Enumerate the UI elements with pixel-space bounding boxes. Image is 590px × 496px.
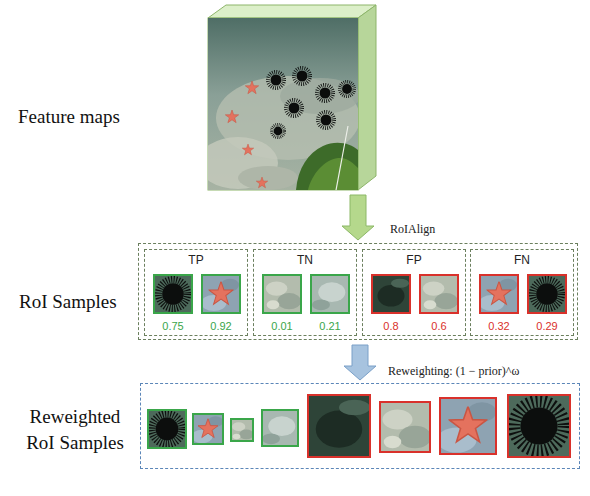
roi-patch: 0.01 bbox=[262, 274, 302, 314]
group-title: TN bbox=[254, 253, 356, 267]
patch-picture bbox=[264, 276, 300, 312]
patch-border bbox=[231, 419, 253, 441]
roi-patch: 0.6 bbox=[419, 274, 459, 314]
patch-image bbox=[192, 414, 224, 444]
patch-picture bbox=[421, 276, 457, 312]
block-arrow bbox=[342, 195, 374, 240]
reweighted-box: Reweighted RoI Samples bbox=[140, 383, 580, 469]
patch-image bbox=[308, 395, 370, 457]
patch-picture bbox=[155, 276, 191, 312]
patch-border bbox=[440, 398, 496, 454]
patch-image bbox=[231, 419, 254, 441]
patch-image bbox=[508, 395, 570, 457]
roi-patch: 0.92 bbox=[201, 274, 241, 314]
patch-image bbox=[421, 276, 457, 312]
row-heading: RoI Samples bbox=[19, 289, 131, 315]
group-box: FN 0.320.29 bbox=[470, 249, 574, 336]
group-title: FN bbox=[471, 253, 573, 267]
patch-image bbox=[529, 276, 565, 312]
patch-image bbox=[203, 276, 239, 312]
patch-image bbox=[312, 276, 348, 312]
score-label: 0.6 bbox=[413, 320, 465, 332]
reweighted-patches bbox=[148, 395, 570, 457]
patch-image bbox=[208, 18, 358, 190]
patch-border bbox=[193, 414, 223, 444]
score-label: 0.92 bbox=[195, 320, 247, 332]
roi-samples-box: RoI SamplesTP0.750.92TN0.010.21FP0.80.6F… bbox=[138, 243, 578, 340]
score-label: 0.8 bbox=[365, 320, 417, 332]
roi-patch: 0.32 bbox=[479, 274, 519, 314]
patch-picture bbox=[203, 276, 239, 312]
score-label: 0.75 bbox=[147, 320, 199, 332]
score-label: 0.21 bbox=[304, 320, 356, 332]
patch-picture bbox=[208, 18, 358, 190]
patch-border bbox=[262, 410, 298, 446]
patch-picture bbox=[481, 276, 517, 312]
group-title: FP bbox=[363, 253, 465, 267]
patch-picture bbox=[529, 276, 565, 312]
score-label: 0.32 bbox=[473, 320, 525, 332]
patch-border bbox=[308, 395, 370, 457]
edge-label: RoIAlign bbox=[390, 222, 435, 237]
patch-image bbox=[264, 276, 300, 312]
patch-border bbox=[508, 395, 570, 457]
roi-patch: 0.75 bbox=[153, 274, 193, 314]
roi-patch: 0.29 bbox=[527, 274, 567, 314]
patch-picture bbox=[312, 276, 348, 312]
patch-image bbox=[262, 410, 298, 446]
score-label: 0.29 bbox=[521, 320, 573, 332]
row-heading: Feature maps bbox=[18, 104, 190, 130]
patch-image bbox=[481, 276, 517, 312]
group-box: FP 0.80.6 bbox=[362, 249, 466, 336]
group-box: TP 0.750.92 bbox=[144, 249, 248, 336]
cube-top bbox=[208, 5, 376, 18]
patch-border bbox=[380, 402, 430, 452]
cube-side bbox=[358, 5, 376, 190]
group-title: TP bbox=[145, 253, 247, 267]
edge-label: Reweighting: (1 − prior)^ω bbox=[388, 364, 519, 379]
roi-patch: 0.8 bbox=[371, 274, 411, 314]
feature-map-cube: Feature maps bbox=[208, 18, 358, 190]
patch-image bbox=[380, 402, 431, 452]
patch-border bbox=[148, 410, 186, 448]
patch-image bbox=[437, 398, 496, 454]
patch-image bbox=[148, 410, 186, 448]
score-label: 0.01 bbox=[256, 320, 308, 332]
roi-patch: 0.21 bbox=[310, 274, 350, 314]
row-heading: Reweighted RoI Samples bbox=[17, 404, 133, 455]
group-box: TN 0.010.21 bbox=[253, 249, 357, 336]
patch-image bbox=[155, 276, 191, 312]
patch-picture bbox=[373, 276, 409, 312]
patch-image bbox=[373, 276, 409, 312]
block-arrow bbox=[344, 345, 376, 380]
